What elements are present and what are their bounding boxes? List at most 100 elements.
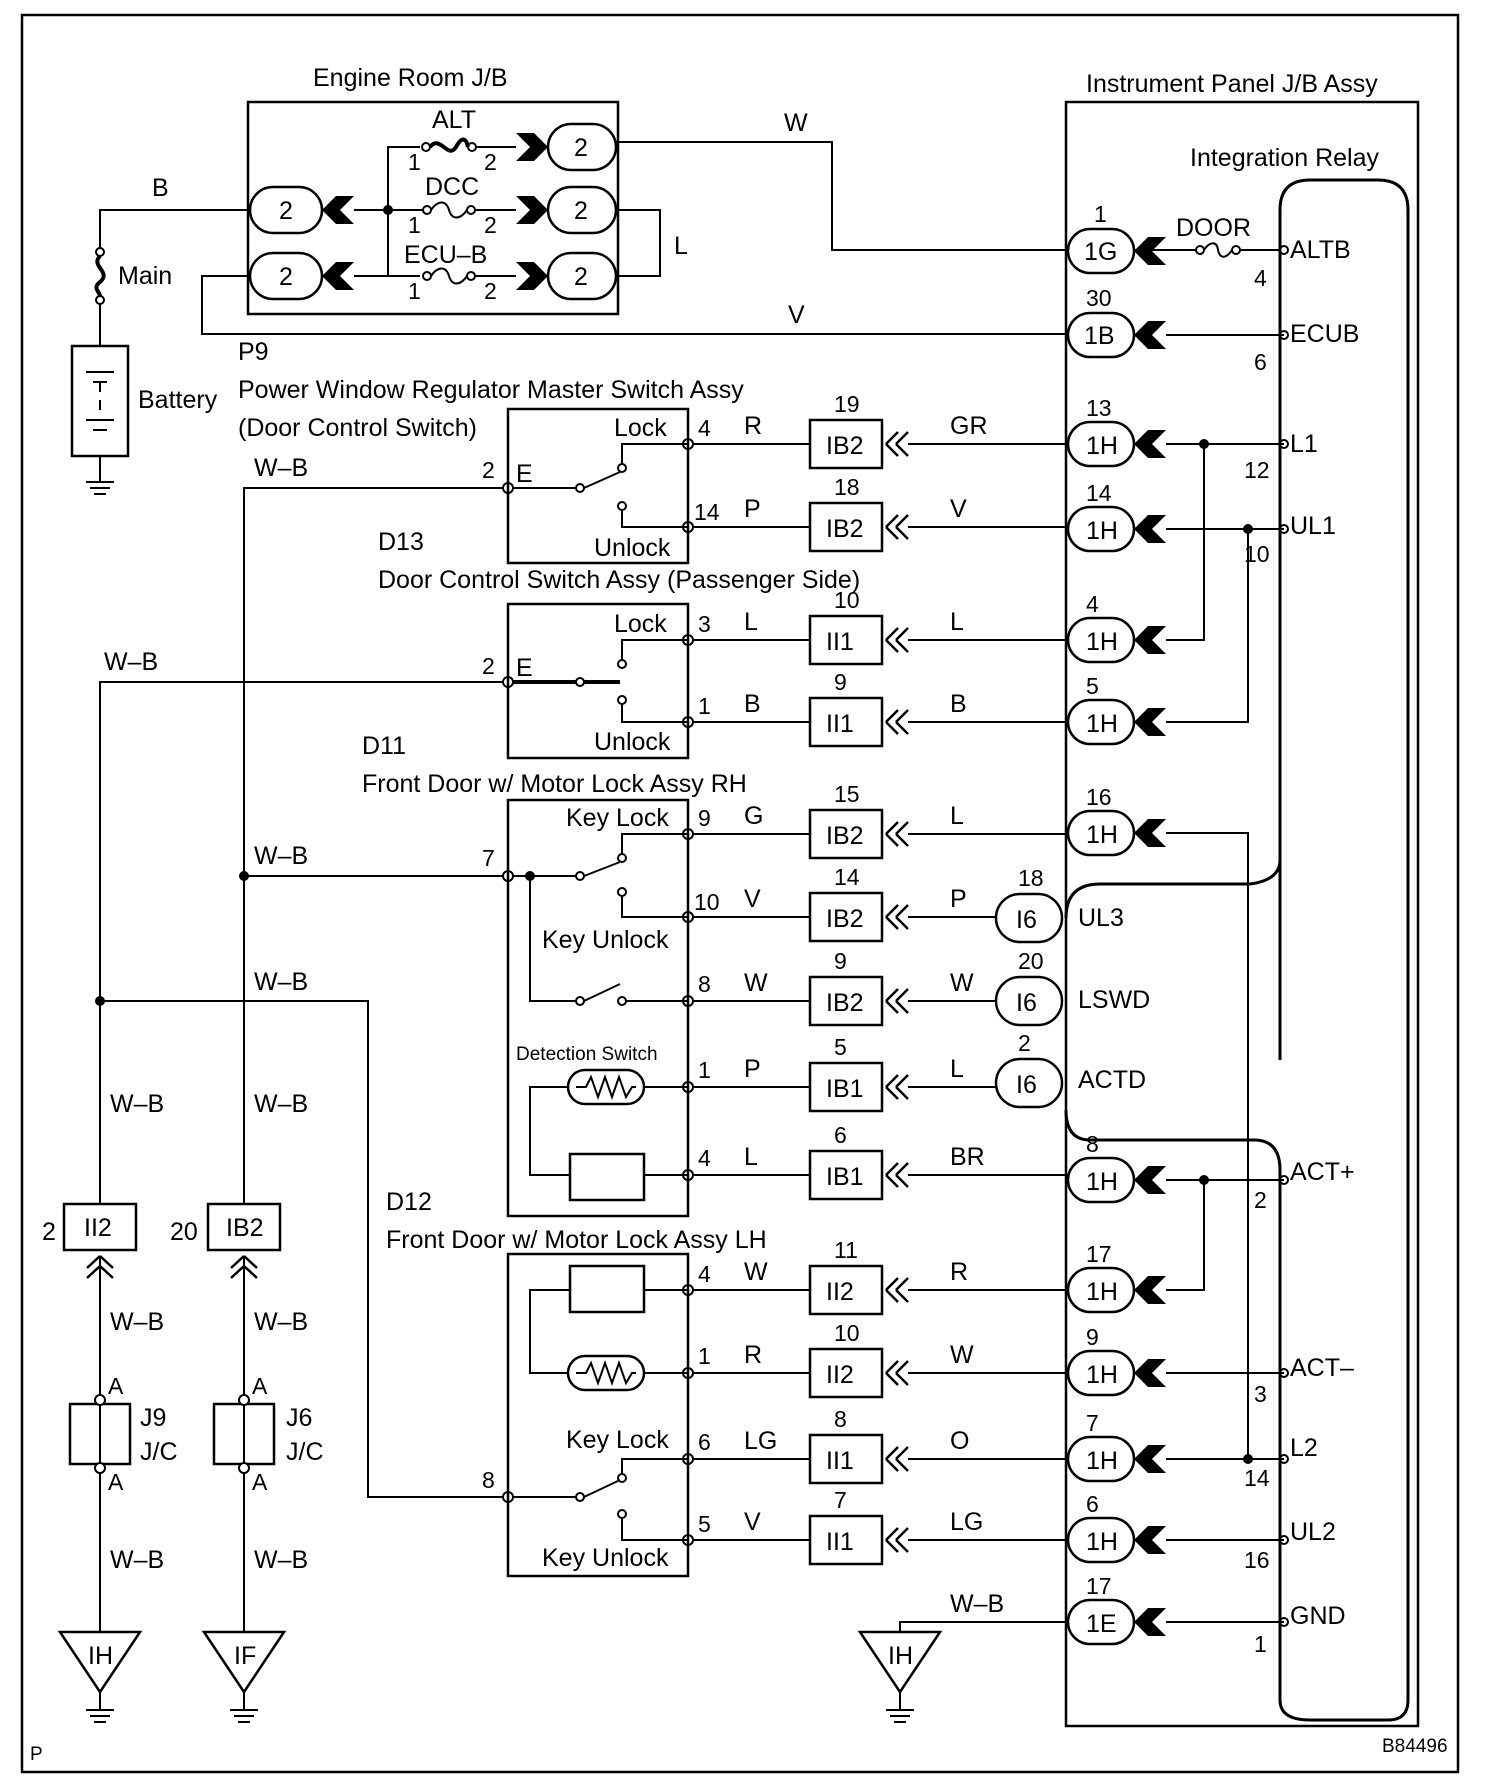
connector-label: 1E: [1086, 1610, 1117, 1638]
wire-color-left: V: [744, 1508, 761, 1536]
wire-color-left: P: [744, 495, 761, 523]
svg-text:(Door Control Switch): (Door Control Switch): [238, 414, 477, 442]
instrument-panel-jb: Instrument Panel J/B Assy Integration Re…: [1064, 70, 1420, 1728]
connector-h1: 1H7: [1066, 1410, 1166, 1483]
pin-number: 16: [1086, 784, 1112, 810]
svg-text:J/C: J/C: [140, 1438, 178, 1466]
terminal-l1: L1: [1290, 430, 1318, 458]
svg-text:Door Control Switch Assy (Pass: Door Control Switch Assy (Passenger Side…: [378, 566, 860, 594]
svg-text:IB2: IB2: [226, 1214, 264, 1242]
svg-text:D11: D11: [362, 732, 406, 760]
wire-color-left: LG: [744, 1427, 777, 1455]
svg-text:Unlock: Unlock: [594, 534, 671, 562]
wire-color-right: O: [950, 1427, 969, 1455]
battery-label: Battery: [138, 386, 218, 414]
svg-text:W–B: W–B: [950, 1590, 1004, 1618]
pin-number: 6: [834, 1122, 847, 1148]
svg-text:DOOR: DOOR: [1176, 214, 1251, 242]
wire-color-right: BR: [950, 1143, 985, 1171]
integration-relay-label: Integration Relay: [1190, 144, 1380, 172]
svg-text:3: 3: [698, 611, 711, 637]
main-fuse-label: Main: [118, 262, 172, 290]
wire-color-left: B: [744, 690, 761, 718]
svg-text:6: 6: [1254, 349, 1267, 375]
svg-text:16: 16: [1244, 1547, 1270, 1573]
connector-label: IB2: [826, 515, 864, 543]
svg-text:J/C: J/C: [286, 1438, 324, 1466]
pin-number: 8: [1086, 1131, 1099, 1157]
terminal-lswd: LSWD: [1078, 986, 1150, 1014]
wire-color-left: V: [744, 885, 761, 913]
instrument-panel-jb-label: Instrument Panel J/B Assy: [1086, 70, 1378, 98]
connector-label: IB2: [826, 432, 864, 460]
terminal-gnd: GND: [1290, 1602, 1346, 1630]
svg-text:W–B: W–B: [254, 968, 308, 996]
terminal-l2: L2: [1290, 1434, 1318, 1462]
svg-text:9: 9: [698, 805, 711, 831]
terminal-ul1: UL1: [1290, 512, 1336, 540]
wire-color-right: LG: [950, 1508, 983, 1536]
svg-text:Key Lock: Key Lock: [566, 804, 669, 832]
pin-number: 20: [1018, 948, 1044, 974]
svg-text:20: 20: [170, 1218, 198, 1246]
svg-text:14: 14: [694, 499, 720, 525]
connector-h1: 1H6: [1066, 1491, 1166, 1564]
svg-text:4: 4: [698, 1261, 711, 1287]
connector-label: 1H: [1086, 1278, 1118, 1306]
svg-text:W–B: W–B: [254, 842, 308, 870]
in-line-connectors: IB219IB218II110II19IB215IB214IB29IB15IB1…: [808, 391, 910, 1566]
connector-i6: I62: [994, 1030, 1064, 1109]
connector-label: I6: [1016, 906, 1037, 934]
wire-color-left: R: [744, 1341, 762, 1369]
d12-front-door-lh: D12 Front Door w/ Motor Lock Assy LH Key…: [386, 1188, 767, 1578]
pin-number: 17: [1086, 1573, 1112, 1599]
connector-label: I6: [1016, 1071, 1037, 1099]
connector-label: 1H: [1086, 1168, 1118, 1196]
pin-number: 5: [1086, 673, 1099, 699]
svg-text:IH: IH: [88, 1642, 113, 1670]
svg-text:W–B: W–B: [110, 1308, 164, 1336]
terminal-ul2: UL2: [1290, 1518, 1336, 1546]
terminal-act-plus: ACT+: [1290, 1158, 1355, 1186]
svg-text:2: 2: [279, 197, 293, 225]
connector-label: II2: [826, 1278, 854, 1306]
svg-text:A: A: [252, 1469, 268, 1495]
wire-color-right: R: [950, 1258, 968, 1286]
connector-label: 1H: [1086, 710, 1118, 738]
svg-text:2: 2: [574, 197, 588, 225]
svg-text:1: 1: [408, 149, 421, 175]
svg-text:A: A: [108, 1373, 124, 1399]
svg-text:4: 4: [698, 1145, 711, 1171]
svg-text:IH: IH: [888, 1642, 913, 1670]
svg-text:1B: 1B: [1084, 322, 1115, 350]
connector-label: IB1: [826, 1163, 864, 1191]
connector-label: 1H: [1086, 432, 1118, 460]
d13-passenger-switch: D13 Door Control Switch Assy (Passenger …: [378, 528, 860, 760]
svg-text:Front Door w/ Motor Lock Assy: Front Door w/ Motor Lock Assy RH: [362, 770, 747, 798]
svg-text:W: W: [784, 109, 808, 137]
pin-number: 13: [1086, 395, 1112, 421]
pin-number: 9: [834, 669, 847, 695]
pin-number: 10: [834, 587, 860, 613]
pin-number: 8: [834, 1406, 847, 1432]
svg-text:W–B: W–B: [254, 1090, 308, 1118]
pin-number: 4: [1086, 591, 1099, 617]
wire-color-right: W: [950, 1341, 974, 1369]
